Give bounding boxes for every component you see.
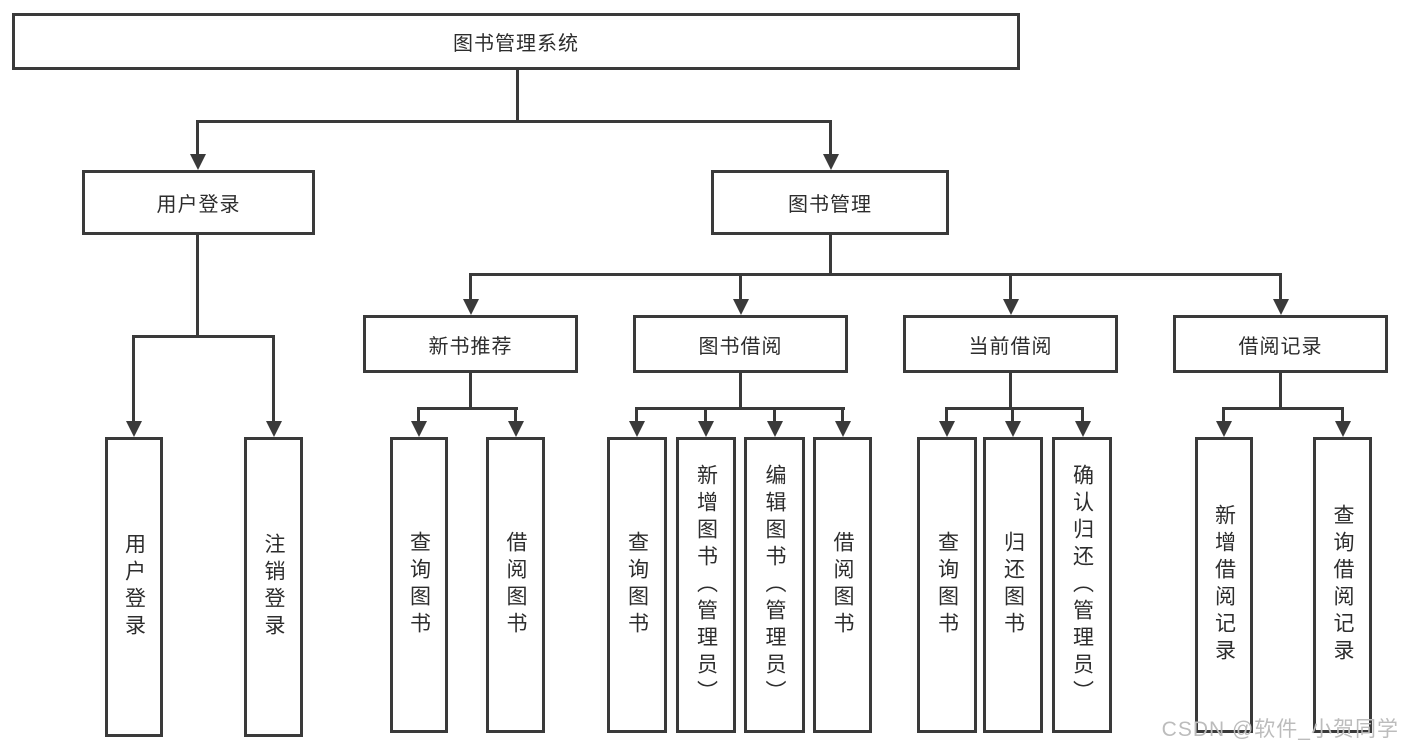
connector-line bbox=[1081, 407, 1084, 423]
arrow-down-icon bbox=[1216, 421, 1232, 437]
leaf-query-books-2: 查询图书 bbox=[607, 437, 667, 733]
connector-line bbox=[739, 373, 742, 407]
connector-line bbox=[196, 235, 199, 335]
leaf-borrow-books-1-label: 借阅图书 bbox=[504, 531, 527, 639]
leaf-logout: 注销登录 bbox=[244, 437, 303, 737]
connector-line bbox=[132, 335, 135, 423]
arrow-down-icon bbox=[733, 299, 749, 315]
node-book-borrow: 图书借阅 bbox=[633, 315, 848, 373]
connector-line bbox=[469, 373, 472, 407]
node-user-login-label: 用户登录 bbox=[156, 194, 241, 216]
node-root-label: 图书管理系统 bbox=[453, 33, 579, 55]
arrow-down-icon bbox=[823, 154, 839, 170]
leaf-edit-book-admin-label: 编辑图书（管理员） bbox=[763, 463, 786, 707]
node-book-borrow-label: 图书借阅 bbox=[698, 335, 783, 358]
node-borrow-records-label: 借阅记录 bbox=[1238, 335, 1323, 358]
arrow-down-icon bbox=[835, 421, 851, 437]
arrow-down-icon bbox=[508, 421, 524, 437]
connector-line bbox=[829, 120, 832, 156]
node-book-management-label: 图书管理 bbox=[788, 194, 872, 216]
connector-line bbox=[739, 273, 742, 301]
leaf-user-login-label: 用户登录 bbox=[122, 533, 146, 641]
connector-line bbox=[272, 335, 275, 423]
leaf-query-books-3: 查询图书 bbox=[917, 437, 977, 733]
leaf-add-borrow-record-label: 新增借阅记录 bbox=[1212, 504, 1236, 666]
connector-line bbox=[1341, 407, 1344, 423]
leaf-query-books-3-label: 查询图书 bbox=[935, 531, 959, 639]
node-new-book-recommend-label: 新书推荐 bbox=[428, 335, 513, 358]
connector-line bbox=[417, 407, 518, 410]
leaf-confirm-return-admin: 确认归还（管理员） bbox=[1052, 437, 1112, 733]
leaf-query-books-1: 查询图书 bbox=[390, 437, 448, 733]
node-book-management: 图书管理 bbox=[711, 170, 949, 235]
arrow-down-icon bbox=[939, 421, 955, 437]
leaf-logout-label: 注销登录 bbox=[262, 533, 285, 641]
csdn-watermark: CSDN @软件_小贺同学 bbox=[1161, 718, 1399, 741]
connector-line bbox=[196, 120, 832, 123]
connector-line bbox=[196, 120, 199, 156]
leaf-add-borrow-record: 新增借阅记录 bbox=[1195, 437, 1253, 733]
arrow-down-icon bbox=[1335, 421, 1351, 437]
connector-line bbox=[1279, 273, 1282, 301]
arrow-down-icon bbox=[1075, 421, 1091, 437]
connector-line bbox=[1009, 273, 1012, 301]
node-root: 图书管理系统 bbox=[12, 13, 1020, 70]
leaf-borrow-books-2: 借阅图书 bbox=[813, 437, 872, 733]
leaf-return-books-label: 归还图书 bbox=[1001, 531, 1025, 639]
connector-line bbox=[469, 273, 472, 301]
arrow-down-icon bbox=[1005, 421, 1021, 437]
connector-line bbox=[469, 273, 1282, 276]
leaf-query-books-2-label: 查询图书 bbox=[625, 531, 649, 639]
leaf-query-borrow-record: 查询借阅记录 bbox=[1313, 437, 1372, 733]
arrow-down-icon bbox=[767, 421, 783, 437]
leaf-query-books-1-label: 查询图书 bbox=[407, 531, 431, 639]
leaf-borrow-books-1: 借阅图书 bbox=[486, 437, 545, 733]
arrow-down-icon bbox=[1273, 299, 1289, 315]
arrow-down-icon bbox=[1003, 299, 1019, 315]
connector-line bbox=[417, 407, 420, 423]
connector-line bbox=[514, 407, 517, 423]
connector-line bbox=[132, 335, 275, 338]
connector-line bbox=[635, 407, 638, 423]
connector-line bbox=[1222, 407, 1344, 410]
connector-line bbox=[945, 407, 948, 423]
leaf-add-book-admin-label: 新增图书（管理员） bbox=[694, 463, 718, 707]
arrow-down-icon bbox=[698, 421, 714, 437]
leaf-user-login: 用户登录 bbox=[105, 437, 163, 737]
leaf-confirm-return-admin-label: 确认归还（管理员） bbox=[1070, 463, 1094, 707]
node-current-borrow: 当前借阅 bbox=[903, 315, 1118, 373]
connector-line bbox=[704, 407, 707, 423]
leaf-query-borrow-record-label: 查询借阅记录 bbox=[1331, 504, 1354, 666]
connector-line bbox=[1279, 373, 1282, 407]
arrow-down-icon bbox=[411, 421, 427, 437]
arrow-down-icon bbox=[463, 299, 479, 315]
arrow-down-icon bbox=[266, 421, 282, 437]
connector-line bbox=[1222, 407, 1225, 423]
connector-line bbox=[635, 407, 845, 410]
node-current-borrow-label: 当前借阅 bbox=[968, 335, 1053, 358]
leaf-add-book-admin: 新增图书（管理员） bbox=[676, 437, 736, 733]
connector-line bbox=[829, 235, 832, 273]
connector-line bbox=[945, 407, 1084, 410]
connector-line bbox=[1011, 407, 1014, 423]
leaf-borrow-books-2-label: 借阅图书 bbox=[831, 531, 854, 639]
connector-line bbox=[841, 407, 844, 423]
connector-line bbox=[1009, 373, 1012, 407]
arrow-down-icon bbox=[190, 154, 206, 170]
leaf-return-books: 归还图书 bbox=[983, 437, 1043, 733]
node-new-book-recommend: 新书推荐 bbox=[363, 315, 578, 373]
connector-line bbox=[516, 70, 519, 120]
leaf-edit-book-admin: 编辑图书（管理员） bbox=[744, 437, 805, 733]
node-borrow-records: 借阅记录 bbox=[1173, 315, 1388, 373]
connector-line bbox=[773, 407, 776, 423]
node-user-login: 用户登录 bbox=[82, 170, 315, 235]
arrow-down-icon bbox=[629, 421, 645, 437]
arrow-down-icon bbox=[126, 421, 142, 437]
